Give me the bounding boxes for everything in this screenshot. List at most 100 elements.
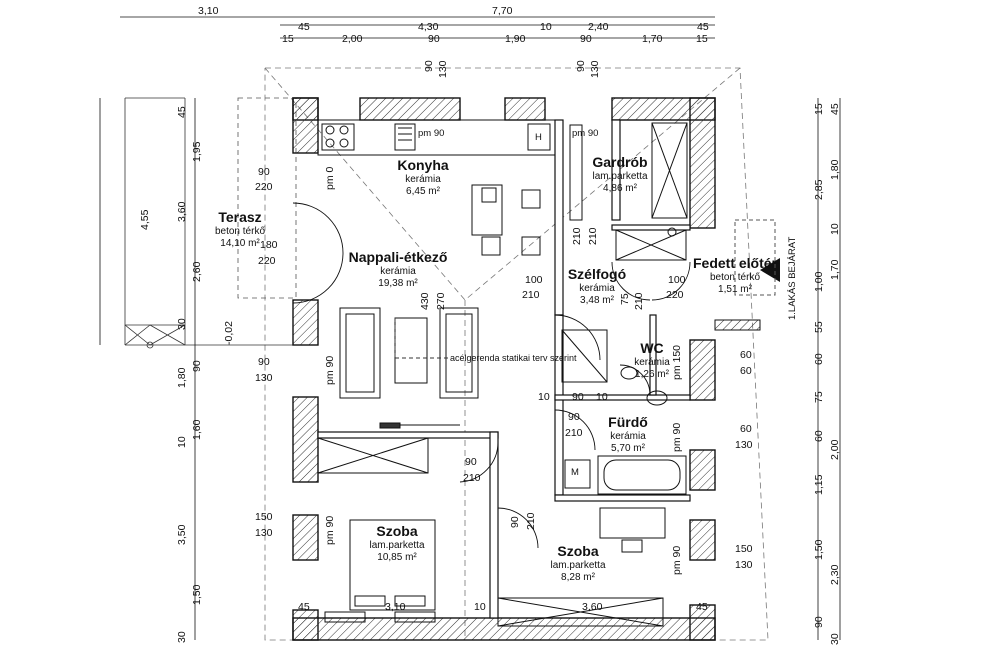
nappali-win-90: 90 <box>258 356 270 368</box>
szoba2-pm: pm 90 <box>671 546 683 575</box>
left-195: 1,95 <box>191 141 203 162</box>
right-55: 55 <box>813 321 825 333</box>
right-150: 1,50 <box>813 539 825 560</box>
pm0-label: pm 0 <box>324 166 336 190</box>
bath-90: 90 <box>572 391 584 403</box>
left-150: 1,50 <box>191 584 203 605</box>
dim-top-r2-e: 45 <box>697 21 709 33</box>
top-gardrob-130: 130 <box>589 60 601 78</box>
furdo-door-90: 90 <box>568 411 580 423</box>
bottom-10: 10 <box>474 601 486 613</box>
left-30b: 30 <box>176 631 188 643</box>
left-90: 90 <box>191 360 203 372</box>
room-wc: WC kerámia 1,26 m² <box>634 340 670 380</box>
right-90: 90 <box>813 616 825 628</box>
dim-top-2: 7,70 <box>492 5 513 17</box>
room-nappali-name: Nappali-étkező <box>349 249 448 265</box>
door-swings <box>292 202 691 549</box>
top-kitchen-90: 90 <box>423 60 435 72</box>
dim-top-r3-b: 2,00 <box>342 33 363 45</box>
room-nappali-floor: kerámia <box>380 266 416 277</box>
furdo-door-210: 210 <box>565 427 583 439</box>
dim-top-r3-c: 90 <box>428 33 440 45</box>
room-wc-floor: kerámia <box>634 357 670 368</box>
right-115: 1,15 <box>813 474 825 495</box>
left-180: 1,80 <box>176 367 188 388</box>
right-285: 2,85 <box>813 179 825 200</box>
dim-top-r3-f: 1,70 <box>642 33 663 45</box>
left-160: 1,60 <box>191 419 203 440</box>
dim-top-r3-e: 90 <box>580 33 592 45</box>
right-30: 30 <box>829 633 841 645</box>
room-konyha: Konyha kerámia 6,45 m² <box>397 157 449 197</box>
terrace-win-220: 220 <box>255 181 273 193</box>
room-nappali: Nappali-étkező kerámia 19,38 m² <box>349 249 448 289</box>
room-furdo-area: 5,70 m² <box>611 443 646 454</box>
dim-top-r3-g: 15 <box>696 33 708 45</box>
gardrob-door-210: 210 <box>633 292 645 310</box>
interior-walls <box>317 119 691 619</box>
szoba2-win-130: 130 <box>735 559 753 571</box>
bath-10b: 10 <box>596 391 608 403</box>
terrace-door-180: 180 <box>260 239 278 251</box>
room-wc-area: 1,26 m² <box>635 369 670 380</box>
dim-top-r2-a: 45 <box>298 21 310 33</box>
entrance-label: 1.LAKÁS BEJÁRAT <box>787 237 798 320</box>
right-100: 1,00 <box>813 271 825 292</box>
room-szoba1-floor: lam.parketta <box>369 540 424 551</box>
top-kitchen-130: 130 <box>437 60 449 78</box>
nappali-mid-430: 430 <box>419 292 431 310</box>
beam-note: acélgerenda statikai terv szerint <box>450 353 577 363</box>
right-45: 45 <box>829 103 841 115</box>
room-szoba1-name: Szoba <box>376 523 417 539</box>
wc-win-60b: 60 <box>740 365 752 377</box>
washer-label: M <box>571 467 579 478</box>
szoba1-win-150: 150 <box>255 511 273 523</box>
left-outer: 4,55 <box>139 209 151 230</box>
furdo-win-130: 130 <box>735 439 753 451</box>
right-180: 1,80 <box>829 159 841 180</box>
nappali-mid-270: 270 <box>435 292 447 310</box>
terrace-outline <box>237 97 297 299</box>
right-200: 2,00 <box>829 439 841 460</box>
szoba1-pm: pm 90 <box>324 516 336 545</box>
room-furdo: Fürdő kerámia 5,70 m² <box>608 414 648 454</box>
room-terasz-area: 14,10 m² <box>220 238 260 249</box>
top-gardrob-90: 90 <box>575 60 587 72</box>
dimension-lines <box>99 16 841 641</box>
right-75: 75 <box>813 391 825 403</box>
nappali-win-130: 130 <box>255 372 273 384</box>
entrance-canopy <box>734 219 776 296</box>
right-170: 1,70 <box>829 259 841 280</box>
room-szelfogo-name: Szélfogó <box>568 266 626 282</box>
kitchen-pm-label: pm 90 <box>418 128 444 139</box>
room-fedett-area: 1,51 m² <box>718 284 753 295</box>
bottom-310: 3,10 <box>385 601 406 613</box>
room-gardrob-floor: lam.parketta <box>592 171 647 182</box>
nappali-pm: pm 90 <box>324 356 336 385</box>
szelfogo-door-210: 210 <box>522 289 540 301</box>
room-fedett: Fedett előtér beton térkő 1,51 m² <box>693 255 778 295</box>
right-10: 10 <box>829 223 841 235</box>
szoba2-door-90: 90 <box>509 516 521 528</box>
gardrob-mid-210b: 210 <box>587 227 599 245</box>
bedroom-furniture <box>317 437 666 627</box>
right-15: 15 <box>813 103 825 115</box>
room-gardrob-name: Gardrób <box>592 154 647 170</box>
right-60: 60 <box>813 353 825 365</box>
room-gardrob: Gardrób lam.parketta 4,86 m² <box>592 154 648 194</box>
szoba2-door-210: 210 <box>525 512 537 530</box>
dim-top-r2-c: 10 <box>540 21 552 33</box>
room-wc-name: WC <box>640 340 663 356</box>
gardrob-pm: pm 90 <box>572 128 598 139</box>
furdo-pm: pm 90 <box>671 423 683 452</box>
entry-door-220: 220 <box>666 289 684 301</box>
gardrob-door-75: 75 <box>619 293 631 305</box>
dim-top-r2-d: 2,40 <box>588 21 609 33</box>
left-30: 30 <box>176 318 188 330</box>
room-terasz: Terasz beton térkő 14,10 m² <box>215 209 265 249</box>
bathroom-fixtures <box>561 329 687 495</box>
room-fedett-name: Fedett előtér <box>693 255 778 271</box>
right-230: 2,30 <box>829 564 841 585</box>
entry-door-100: 100 <box>668 274 686 286</box>
